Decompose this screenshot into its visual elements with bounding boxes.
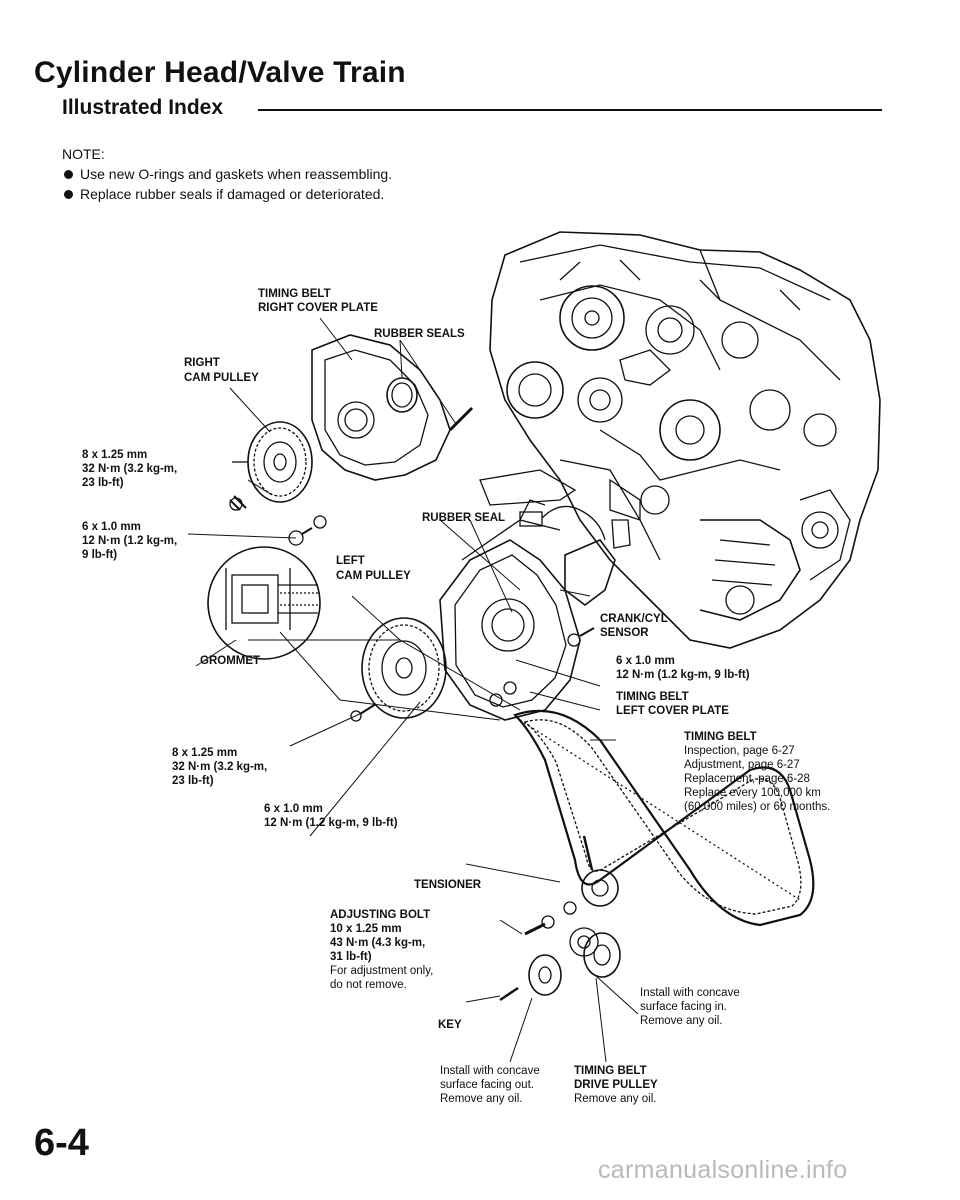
callout-install-in-1: Install with concave [640, 987, 740, 999]
callout-install-in-3: Remove any oil. [640, 1015, 722, 1027]
callout-bolt-8x125-top-1: 8 x 1.25 mm [82, 449, 147, 461]
callout-drive-pulley-2: DRIVE PULLEY [574, 1079, 658, 1091]
section-rule [258, 109, 882, 111]
callout-bolt-6x10-left-1: 6 x 1.0 mm [82, 521, 141, 533]
section-subtitle: Illustrated Index [62, 96, 224, 119]
crank-sensor-illustration [519, 505, 616, 606]
callout-install-out-1: Install with concave [440, 1065, 540, 1077]
callout-timing-belt-6: (60,000 miles) or 60 months. [684, 801, 830, 813]
callout-bolt-8x125-top-3: 23 lb-ft) [82, 477, 124, 489]
callout-timing-belt-4: Replacement, page 6-28 [684, 773, 810, 785]
callout-crank-sensor-1: CRANK/CYL [600, 613, 668, 625]
callout-timing-belt-3: Adjustment, page 6-27 [684, 759, 800, 771]
callout-crank-sensor-2: SENSOR [600, 627, 649, 639]
callout-drive-pulley-1: TIMING BELT [574, 1065, 647, 1077]
timing-belt-illustration [512, 709, 815, 927]
callout-adjusting-bolt-1: ADJUSTING BOLT [330, 909, 430, 921]
callout-timing-belt-1: TIMING BELT [684, 731, 757, 743]
callout-bolt-6x10-right-2: 12 N·m (1.2 kg-m, 9 lb-ft) [616, 669, 750, 681]
watermark-text: carmanualsonline.info [598, 1156, 848, 1184]
callout-adjusting-bolt-6: do not remove. [330, 979, 407, 991]
callout-bolt-8x125-top-2: 32 N·m (3.2 kg-m, [82, 463, 177, 475]
note-item: Use new O-rings and gaskets when reassem… [62, 166, 392, 182]
leader-lines [187, 317, 639, 1063]
callout-timing-belt-5: Replace every 100,000 km [684, 787, 821, 799]
callout-adjusting-bolt-3: 43 N·m (4.3 kg-m, [330, 937, 425, 949]
callout-bolt-8x125-mid-3: 23 lb-ft) [172, 775, 214, 787]
rubber-seal-ring [386, 377, 474, 432]
page-title: Cylinder Head/Valve Train [34, 56, 406, 89]
callout-rubber-seals: RUBBER SEALS [374, 328, 465, 340]
callout-right-cover-plate-1: TIMING BELT [258, 288, 331, 300]
left-cover-plate-illustration [439, 499, 581, 721]
callout-bolt-6x10-mid-1: 6 x 1.0 mm [264, 803, 323, 815]
callout-install-out-2: surface facing out. [440, 1079, 534, 1091]
callout-bolt-8x125-mid-2: 32 N·m (3.2 kg-m, [172, 761, 267, 773]
callout-left-cam-pulley-2: CAM PULLEY [336, 570, 411, 582]
callout-rubber-seal: RUBBER SEAL [422, 512, 505, 524]
callout-timing-belt-2: Inspection, page 6-27 [684, 745, 795, 757]
note-list: Use new O-rings and gaskets when reassem… [62, 166, 392, 202]
engine-assembly-illustration [479, 231, 881, 649]
callout-drive-pulley-3: Remove any oil. [574, 1093, 656, 1105]
callout-adjusting-bolt-4: 31 lb-ft) [330, 951, 372, 963]
right-cover-plate-illustration [311, 334, 451, 481]
callout-tensioner: TENSIONER [414, 879, 482, 891]
bolt-illustrations [229, 495, 595, 722]
note-block: NOTE: Use new O-rings and gaskets when r… [62, 146, 392, 206]
callout-adjusting-bolt-2: 10 x 1.25 mm [330, 923, 402, 935]
callout-key: KEY [438, 1019, 462, 1031]
section-header: Illustrated Index [62, 96, 882, 122]
callout-right-cover-plate-2: RIGHT COVER PLATE [258, 302, 378, 314]
callout-adjusting-bolt-5: For adjustment only, [330, 965, 433, 977]
callout-bolt-6x10-right-1: 6 x 1.0 mm [616, 655, 675, 667]
note-item: Replace rubber seals if damaged or deter… [62, 186, 392, 202]
tensioner-illustration [524, 835, 619, 957]
callout-grommet: GROMMET [200, 655, 260, 667]
callout-install-in-2: surface facing in. [640, 1001, 727, 1013]
left-cam-pulley-illustration [361, 617, 447, 719]
drive-pulley-illustration [499, 932, 621, 1002]
note-label: NOTE: [62, 146, 105, 162]
callout-install-out-3: Remove any oil. [440, 1093, 522, 1105]
callout-left-cam-pulley-1: LEFT [336, 555, 365, 567]
callout-left-cover-plate-2: LEFT COVER PLATE [616, 705, 729, 717]
page-number: 6-4 [34, 1122, 89, 1164]
callout-bolt-6x10-left-3: 9 lb-ft) [82, 549, 117, 561]
grommet-detail-illustration [207, 546, 321, 660]
callout-left-cover-plate-1: TIMING BELT [616, 691, 689, 703]
callout-right-cam-pulley-1: RIGHT [184, 357, 220, 369]
callout-labels: TIMING BELT RIGHT COVER PLATE RUBBER SEA… [82, 288, 830, 1105]
callout-bolt-8x125-mid-1: 8 x 1.25 mm [172, 747, 237, 759]
right-cam-pulley-illustration [232, 421, 313, 503]
callout-bolt-6x10-left-2: 12 N·m (1.2 kg-m, [82, 535, 177, 547]
callout-bolt-6x10-mid-2: 12 N·m (1.2 kg-m, 9 lb-ft) [264, 817, 398, 829]
callout-right-cam-pulley-2: CAM PULLEY [184, 372, 259, 384]
